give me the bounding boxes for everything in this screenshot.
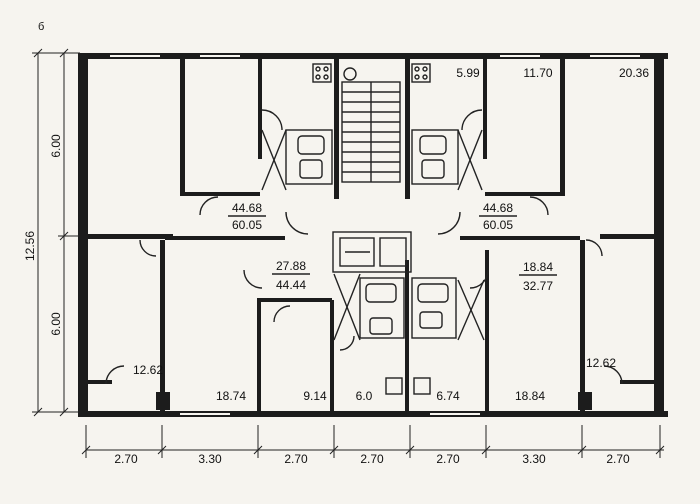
room-area-label: 5.99 <box>456 66 480 80</box>
bay-width-label: 2.70 <box>606 452 630 466</box>
total-area: 32.77 <box>523 279 553 293</box>
apartment-upper-left: 44.68 60.05 <box>228 201 266 232</box>
bay-width-label: 3.30 <box>198 452 222 466</box>
room-area-label: 9.14 <box>303 389 327 403</box>
total-area: 44.44 <box>276 278 306 292</box>
room-area-label: 6.74 <box>436 389 460 403</box>
room-area-label: 18.74 <box>216 389 246 403</box>
living-area: 44.68 <box>483 201 513 215</box>
bay-width-label: 2.70 <box>360 452 384 466</box>
bay-width-label: 2.70 <box>436 452 460 466</box>
bay-width-label: 3.30 <box>522 452 546 466</box>
bay-width-label: 2.70 <box>114 452 138 466</box>
room-area-label: 18.84 <box>515 389 545 403</box>
living-area: 27.88 <box>276 259 306 273</box>
door-swings <box>105 109 623 385</box>
living-area: 18.84 <box>523 260 553 274</box>
overall-depth-label: 12.56 <box>23 231 37 261</box>
bathrooms-upper <box>261 63 483 191</box>
depth-segment-label: 6.00 <box>49 312 63 336</box>
depth-segment-label: 6.00 <box>49 134 63 158</box>
total-area: 60.05 <box>232 218 262 232</box>
sheet-label: б <box>38 21 44 33</box>
room-area-label: 12.62 <box>586 356 616 370</box>
horizontal-dimensions <box>81 425 665 458</box>
interior-walls <box>78 59 664 412</box>
apartment-upper-right: 44.68 60.05 <box>479 201 517 232</box>
bay-width-label: 2.70 <box>284 452 308 466</box>
total-area: 60.05 <box>483 218 513 232</box>
apartment-center-left: 27.88 44.44 <box>272 259 310 292</box>
room-area-label: 20.36 <box>619 66 649 80</box>
room-area-label: 12.62 <box>133 363 163 377</box>
service-core <box>332 231 412 273</box>
room-area-label: 6.0 <box>356 389 373 403</box>
vertical-dimensions <box>32 48 80 417</box>
staircase <box>341 67 401 183</box>
bathrooms-lower <box>333 273 485 395</box>
apartment-center-right: 18.84 32.77 <box>519 260 557 293</box>
living-area: 44.68 <box>232 201 262 215</box>
room-area-label: 11.70 <box>523 66 552 80</box>
